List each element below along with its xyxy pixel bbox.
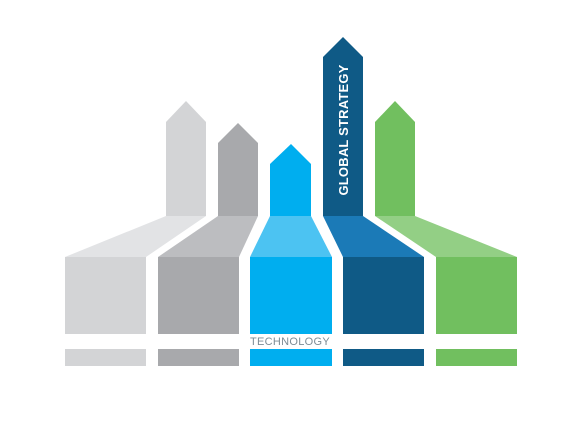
arrow-2-mid-gray: [158, 123, 258, 366]
up-arrow-icon: [375, 101, 415, 216]
arrow-2-front-block: [158, 257, 239, 334]
arrow-1-slope: [65, 216, 206, 257]
arrow-2-slope: [158, 216, 258, 257]
up-arrow-icon: [166, 101, 206, 216]
arrow-5-front-block: [436, 257, 517, 334]
up-arrow-icon: [218, 123, 258, 216]
up-arrow-icon: [323, 37, 363, 216]
technology-label: TECHNOLOGY: [250, 336, 330, 348]
arrow-5-base-strip: [436, 349, 517, 366]
arrow-1-front-block: [65, 257, 146, 334]
arrow-3-cyan: [250, 144, 332, 366]
arrow-3-slope: [250, 216, 332, 257]
arrow-3-front-block: [250, 257, 332, 334]
arrow-5-green: [375, 101, 517, 366]
arrow-4-navy: GLOBAL STRATEGY: [323, 37, 424, 366]
arrow-4-base-strip: [343, 349, 424, 366]
arrow-1-base-strip: [65, 349, 146, 366]
up-arrow-icon: [270, 144, 311, 216]
arrow-2-base-strip: [158, 349, 239, 366]
arrow-1-light-gray: [65, 101, 206, 366]
global-strategy-label: GLOBAL STRATEGY: [336, 64, 351, 195]
arrow-4-slope: [323, 216, 424, 257]
arrow-3-base-strip: [250, 349, 332, 366]
arrow-5-slope: [375, 216, 517, 257]
arrow-4-front-block: [343, 257, 424, 334]
